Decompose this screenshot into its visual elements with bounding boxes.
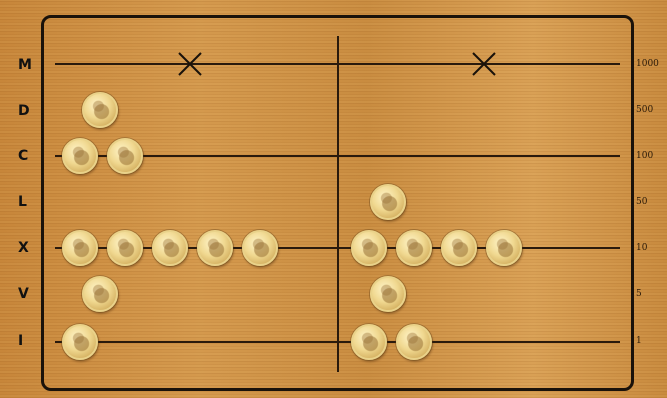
row-label-d: D bbox=[18, 103, 38, 119]
rod-m bbox=[55, 63, 620, 65]
row-label-l: L bbox=[18, 194, 38, 210]
coin-x-left-3[interactable] bbox=[152, 230, 188, 266]
row-value-i: 1 bbox=[636, 336, 642, 346]
coin-d-left-1[interactable] bbox=[82, 92, 118, 128]
cross-icon[interactable] bbox=[177, 51, 203, 77]
row-value-v: 5 bbox=[636, 289, 642, 299]
coin-x-right-1[interactable] bbox=[351, 230, 387, 266]
coin-x-right-4[interactable] bbox=[486, 230, 522, 266]
cross-icon[interactable] bbox=[471, 51, 497, 77]
row-value-m: 1000 bbox=[636, 59, 659, 69]
coin-v-right-1[interactable] bbox=[370, 276, 406, 312]
rod-i bbox=[55, 341, 620, 343]
coin-x-left-4[interactable] bbox=[197, 230, 233, 266]
row-value-x: 10 bbox=[636, 243, 647, 253]
row-value-d: 500 bbox=[636, 105, 653, 115]
coin-i-right-1[interactable] bbox=[351, 324, 387, 360]
row-label-c: C bbox=[18, 148, 38, 164]
row-value-l: 50 bbox=[636, 197, 647, 207]
coin-x-right-2[interactable] bbox=[396, 230, 432, 266]
column-divider bbox=[337, 36, 339, 372]
row-label-i: I bbox=[18, 333, 38, 349]
coin-x-left-2[interactable] bbox=[107, 230, 143, 266]
coin-c-left-2[interactable] bbox=[107, 138, 143, 174]
row-value-c: 100 bbox=[636, 151, 653, 161]
coin-x-left-5[interactable] bbox=[242, 230, 278, 266]
row-label-v: V bbox=[18, 286, 38, 302]
coin-c-left-1[interactable] bbox=[62, 138, 98, 174]
coin-l-right-1[interactable] bbox=[370, 184, 406, 220]
coin-i-left-1[interactable] bbox=[62, 324, 98, 360]
coin-x-left-1[interactable] bbox=[62, 230, 98, 266]
row-label-x: X bbox=[18, 240, 38, 256]
coin-i-right-2[interactable] bbox=[396, 324, 432, 360]
coin-x-right-3[interactable] bbox=[441, 230, 477, 266]
coin-v-left-1[interactable] bbox=[82, 276, 118, 312]
row-label-m: M bbox=[18, 57, 38, 73]
